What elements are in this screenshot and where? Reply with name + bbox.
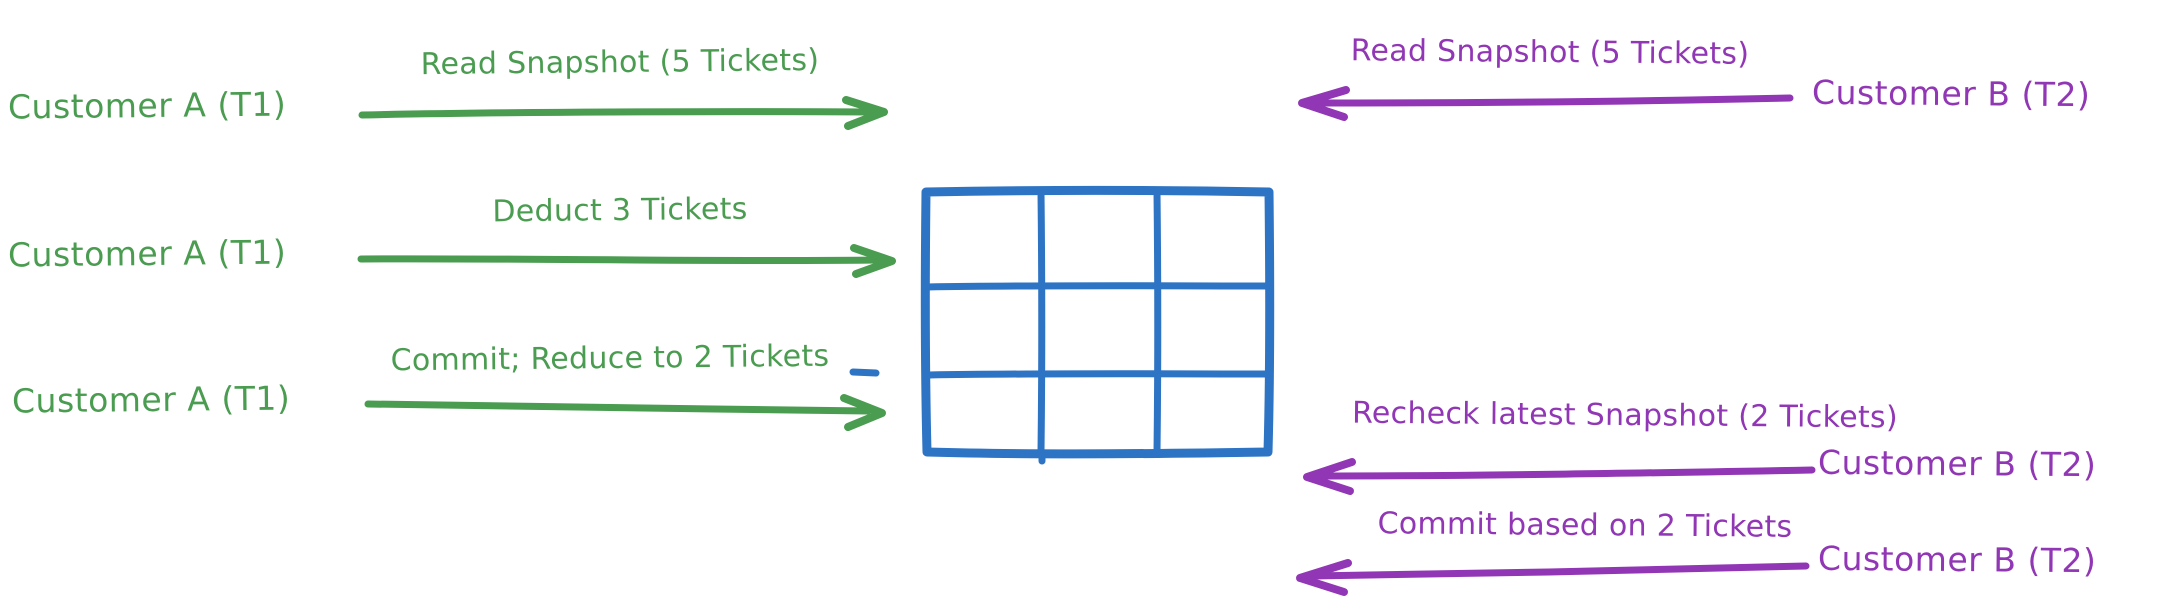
table-column-line-2 <box>1153 188 1162 456</box>
message-read-snapshot-b: Read Snapshot (5 Tickets) <box>1350 33 1750 72</box>
actor-customer-b-1: Customer B (T2) <box>1811 72 2091 115</box>
message-commit-based-b: Commit based on 2 Tickets <box>1377 506 1793 545</box>
arrow-read-snapshot-a <box>358 96 888 130</box>
actor-customer-a-3: Customer A (T1) <box>11 378 291 421</box>
arrow-read-snapshot-b <box>1298 86 1794 121</box>
arrow-commit-reduce-a <box>364 394 886 431</box>
message-recheck-snapshot-b: Recheck latest Snapshot (2 Tickets) <box>1351 395 1899 436</box>
database-table <box>849 186 1275 465</box>
actor-customer-a-1: Customer A (T1) <box>7 84 287 127</box>
table-row-line-1 <box>923 282 1272 291</box>
arrow-recheck-snapshot-b <box>1303 458 1816 495</box>
table-column-line-1 <box>1037 188 1046 456</box>
message-read-snapshot-a: Read Snapshot (5 Tickets) <box>420 42 820 83</box>
actor-customer-b-2: Customer B (T2) <box>1817 442 2097 485</box>
actor-customer-a-2: Customer A (T1) <box>7 232 287 275</box>
table-row-line-overshoot <box>849 368 880 377</box>
actor-customer-b-3: Customer B (T2) <box>1817 538 2097 581</box>
arrow-deduct-tickets-a <box>357 244 896 278</box>
table-row-line-2 <box>925 370 1272 379</box>
arrow-commit-based-b <box>1296 559 1810 596</box>
message-commit-reduce-a: Commit; Reduce to 2 Tickets <box>390 338 830 379</box>
table-border <box>920 186 1275 459</box>
message-deduct-tickets-a: Deduct 3 Tickets <box>492 191 748 230</box>
